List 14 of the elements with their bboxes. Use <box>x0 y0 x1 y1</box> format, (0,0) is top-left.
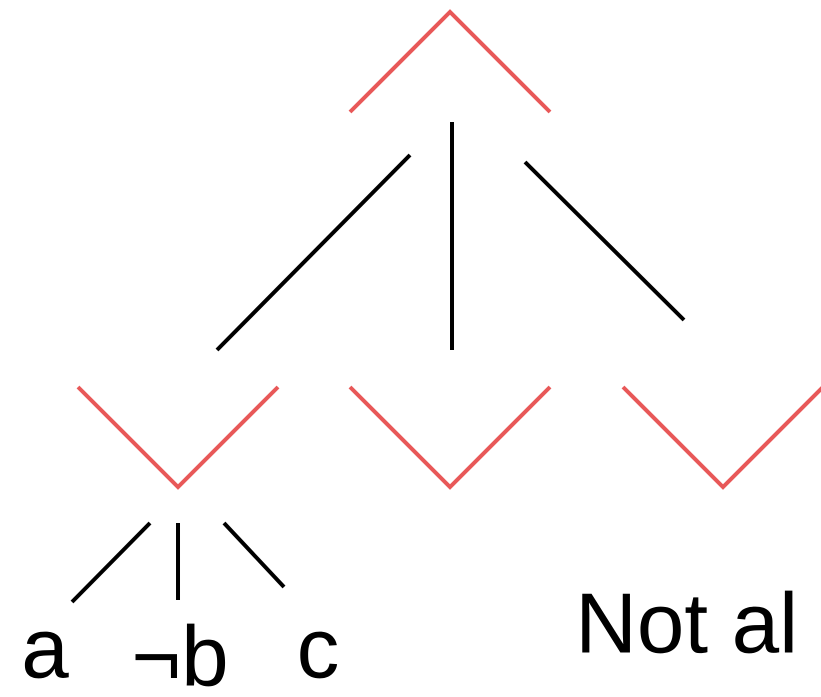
connector-line <box>222 522 286 588</box>
letter-label: c <box>300 632 338 678</box>
caption-text: Not al <box>582 590 792 654</box>
vee-symbol <box>76 386 280 490</box>
vee-symbol <box>622 386 821 490</box>
wedge-symbol <box>348 9 552 114</box>
letter-label: a <box>24 632 69 678</box>
connector-line <box>70 522 152 604</box>
vee-symbol <box>348 386 552 490</box>
connector-line <box>524 160 686 322</box>
letter-label: ¬b <box>136 624 226 686</box>
connector-line <box>450 122 454 350</box>
connector-line <box>176 523 180 600</box>
connector-line <box>216 154 412 352</box>
